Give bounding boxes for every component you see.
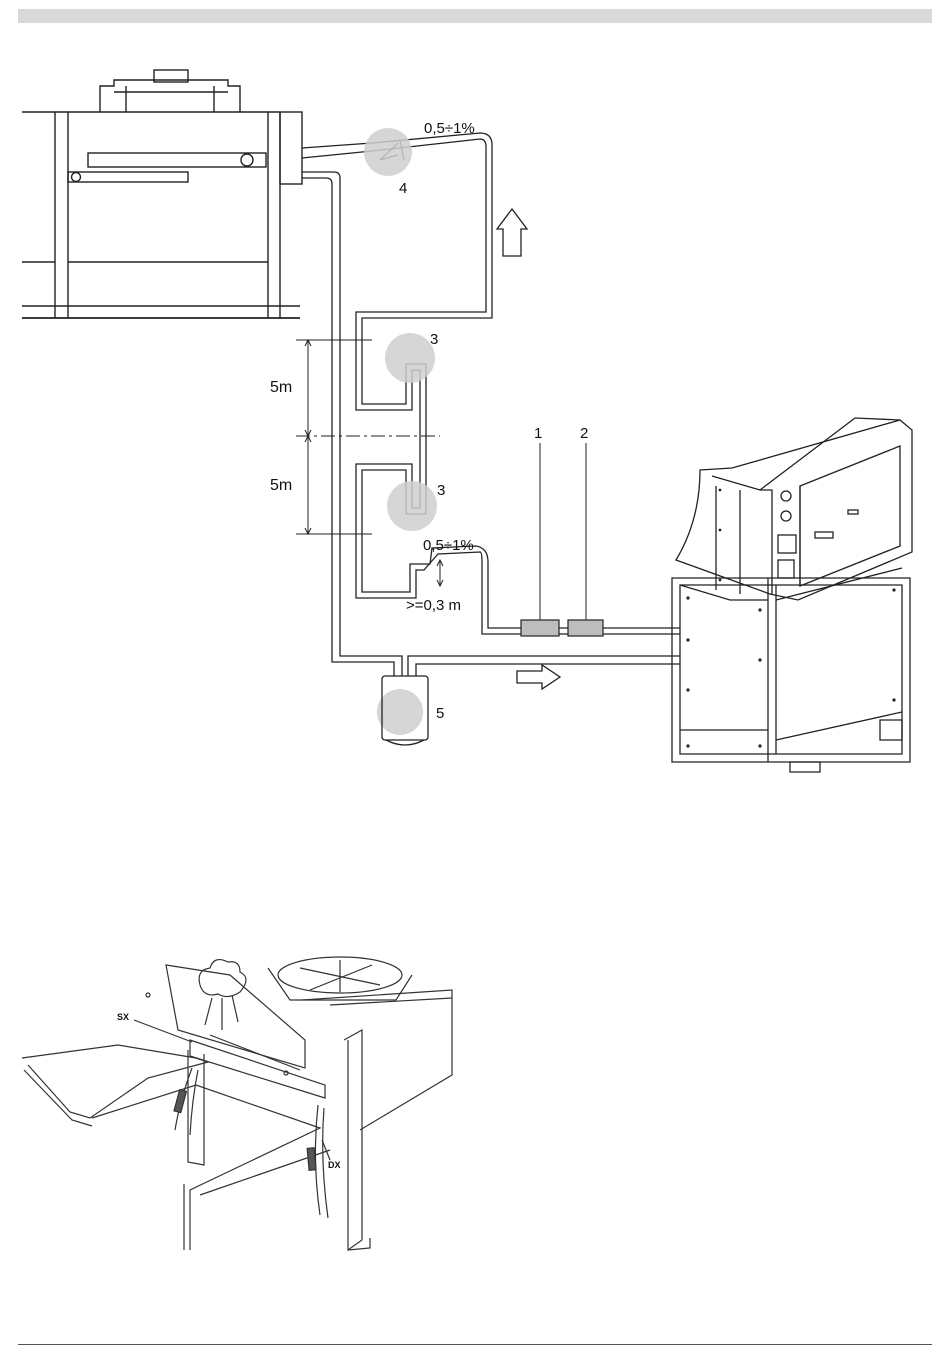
oil-trap-lower-highlight bbox=[387, 481, 437, 531]
sight-glass bbox=[568, 620, 603, 636]
up-arrow-icon bbox=[497, 209, 527, 256]
sensor-detail-illustration bbox=[22, 957, 452, 1250]
receiver-highlight bbox=[377, 689, 423, 735]
label-oil-trap-upper: 3 bbox=[430, 331, 438, 348]
footer-rule bbox=[18, 1344, 932, 1345]
label-right-sensor: DX bbox=[328, 1160, 341, 1170]
check-valve-highlight bbox=[364, 128, 412, 176]
label-left-sensor: SX bbox=[117, 1012, 129, 1022]
filter-dryer bbox=[521, 620, 559, 636]
slope-label-bottom: 0,5÷1% bbox=[423, 537, 474, 554]
label-receiver: 5 bbox=[436, 705, 444, 722]
right-arrow-icon bbox=[517, 665, 560, 689]
label-min-height: >=0,3 m bbox=[406, 597, 461, 614]
indoor-unit bbox=[672, 418, 912, 772]
label-filter-dryer: 1 bbox=[534, 425, 542, 442]
label-check-valve: 4 bbox=[399, 180, 407, 197]
label-height-upper: 5m bbox=[270, 379, 292, 396]
label-oil-trap-lower: 3 bbox=[437, 482, 445, 499]
slope-label-top: 0,5÷1% bbox=[424, 120, 475, 137]
label-sight-glass: 2 bbox=[580, 425, 588, 442]
indoor-unit-screws bbox=[686, 489, 895, 748]
oil-trap-upper-highlight bbox=[385, 333, 435, 383]
label-height-lower: 5m bbox=[270, 477, 292, 494]
refrigerant-piping bbox=[302, 133, 680, 676]
remote-condenser bbox=[22, 70, 302, 318]
